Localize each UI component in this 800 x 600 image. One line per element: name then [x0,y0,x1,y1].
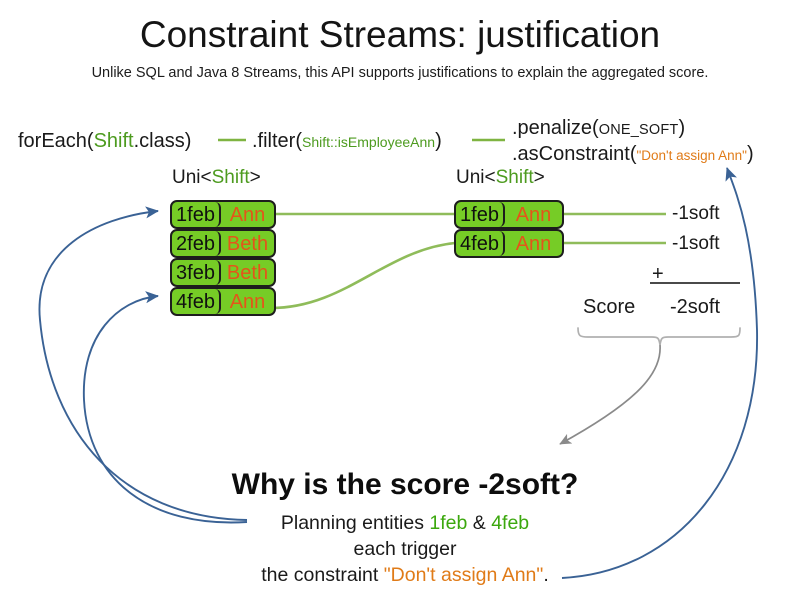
tuple-employee: Beth [226,232,269,255]
as-constraint-fn: .asConstraint( [512,143,637,165]
penalize-arg: ONE_SOFT [598,122,679,138]
code-foreach: forEach(Shift.class) [18,130,191,153]
left-tuple-row-1[interactable]: 1feb Ann [170,200,276,229]
explanation-line-3: the constraint "Don't assign Ann". [180,564,630,587]
explanation-question: Why is the score -2soft? [231,468,579,501]
tuple-date: 3feb [172,260,221,285]
tuple-date: 1feb [172,202,221,227]
right-uni-prefix: Uni< [456,167,496,188]
code-filter: .filter(Shift::isEmployeeAnn) [252,130,442,153]
slide-title: Constraint Streams: justification [139,14,661,55]
right-tuple-row-2[interactable]: 4feb Ann [454,229,564,258]
constraint-name: "Don't assign Ann" [383,564,544,586]
right-uni-type: Shift [495,167,534,188]
left-uni-suffix: > [249,167,261,188]
filter-tail: ) [435,130,442,152]
foreach-fn: forEach( [18,130,94,152]
tuple-employee: Ann [515,203,552,226]
left-tuple-row-3[interactable]: 3feb Beth [170,258,276,287]
tuple-date: 2feb [172,231,221,256]
expl-lead: Planning entities [280,512,430,534]
penalize-tail: ) [678,117,686,139]
filter-method-ref: Shift::isEmployeeAnn [302,134,436,150]
left-uni-prefix: Uni< [172,167,212,188]
foreach-tail: .class) [133,130,192,152]
expl-amp: & [467,512,492,534]
left-stream-header: Uni<Shift> [172,167,261,189]
filter-fn: .filter( [252,130,302,152]
left-tuple-row-4[interactable]: 4feb Ann [170,287,276,316]
code-as-constraint: .asConstraint("Don't assign Ann") [512,143,754,166]
tuple-date: 1feb [456,202,505,227]
explanation-line-1: Planning entities 1feb & 4feb [180,512,630,535]
code-penalize: .penalize(ONE_SOFT) [512,117,685,140]
expl-period: . [543,564,549,586]
slide-subtitle: Unlike SQL and Java 8 Streams, this API … [91,65,709,81]
as-constraint-tail: ) [746,143,754,165]
tuple-employee: Ann [229,203,266,226]
tuple-date: 4feb [172,289,221,314]
tuple-employee: Beth [226,261,269,284]
penalize-fn: .penalize( [512,117,599,139]
as-constraint-arg: "Don't assign Ann" [636,148,747,163]
foreach-type: Shift [93,130,134,152]
right-stream-header: Uni<Shift> [456,167,545,189]
score-label: Score [583,296,636,318]
right-tuple-row-1[interactable]: 1feb Ann [454,200,564,229]
left-tuple-row-2[interactable]: 2feb Beth [170,229,276,258]
soft-score-row-1: -1soft [672,203,720,224]
entity-4feb: 4feb [491,512,530,534]
entity-1feb: 1feb [429,512,468,534]
tuple-date: 4feb [456,231,505,256]
right-uni-suffix: > [533,167,545,188]
score-operator: + [652,263,664,285]
score-total: -2soft [670,296,721,318]
explanation-line-2: each trigger [353,538,457,560]
connector-4feb [270,241,456,310]
left-uni-type: Shift [211,167,250,188]
tuple-employee: Ann [515,232,552,255]
score-brace [577,327,741,346]
soft-score-row-2: -1soft [672,233,720,254]
tuple-employee: Ann [229,290,266,313]
explain-arrow [559,344,661,445]
expl-constraint-lead: the constraint [261,564,384,586]
